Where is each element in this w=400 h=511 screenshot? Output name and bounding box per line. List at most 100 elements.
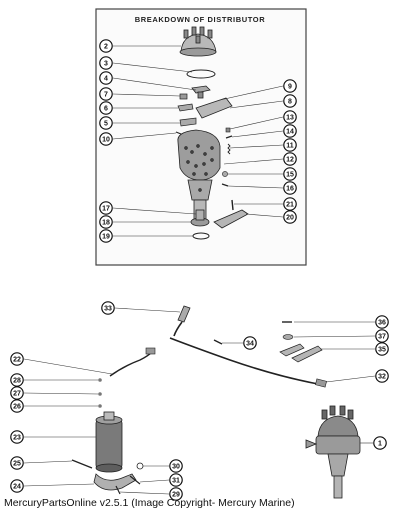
ignition-coil-part bbox=[95, 411, 123, 473]
nut-part-28 bbox=[98, 378, 102, 382]
callout-circle bbox=[10, 430, 24, 444]
callout-labels: 1234567891011121314151617181920212223242… bbox=[10, 39, 389, 501]
callout-number: 4 bbox=[104, 76, 108, 83]
gasket-ring-part bbox=[186, 69, 216, 79]
callout-number: 37 bbox=[378, 334, 386, 341]
washer-part-27 bbox=[98, 392, 102, 396]
callout-6: 6 bbox=[99, 101, 113, 115]
callout-circle bbox=[375, 329, 389, 343]
callout-number: 5 bbox=[104, 121, 108, 128]
callout-number: 1 bbox=[378, 441, 382, 448]
copyright-footer: MercuryPartsOnline v2.5.1 (Image Copyrig… bbox=[4, 497, 295, 509]
small-part-14 bbox=[225, 135, 233, 139]
callout-4: 4 bbox=[99, 71, 113, 85]
small-part-5 bbox=[179, 117, 197, 127]
callout-15: 15 bbox=[283, 167, 297, 181]
callout-number: 2 bbox=[104, 44, 108, 51]
callout-21: 21 bbox=[283, 197, 297, 211]
callout-number: 7 bbox=[104, 92, 108, 99]
callout-30: 30 bbox=[169, 459, 183, 473]
drive-gear-part bbox=[190, 209, 210, 227]
callout-17: 17 bbox=[99, 201, 113, 215]
callout-circle bbox=[283, 167, 297, 181]
callout-circle bbox=[99, 215, 113, 229]
callout-28: 28 bbox=[10, 373, 24, 387]
wire-boot-32 bbox=[315, 378, 327, 388]
coil-wire-part-32 bbox=[169, 337, 319, 385]
callout-8: 8 bbox=[283, 94, 297, 108]
washer-part-15 bbox=[222, 171, 228, 177]
wire-terminal-22 bbox=[145, 347, 156, 355]
breaker-plate-part bbox=[195, 97, 233, 119]
callout-number: 27 bbox=[13, 391, 21, 398]
callout-number: 11 bbox=[286, 143, 294, 150]
clip-part-31 bbox=[129, 475, 141, 485]
callout-number: 22 bbox=[13, 357, 21, 364]
washer-part-26 bbox=[98, 404, 102, 408]
coil-bracket-part bbox=[93, 473, 137, 491]
callout-circle bbox=[169, 459, 183, 473]
callout-circle bbox=[283, 152, 297, 166]
distributor-assembly-part bbox=[305, 405, 361, 499]
callout-circle bbox=[283, 138, 297, 152]
callout-26: 26 bbox=[10, 399, 24, 413]
callout-number: 10 bbox=[102, 137, 110, 144]
callout-29: 29 bbox=[169, 487, 183, 501]
leader-lines-top bbox=[112, 45, 284, 237]
small-part-7 bbox=[179, 93, 188, 100]
callout-circle bbox=[99, 101, 113, 115]
small-part-34 bbox=[213, 339, 223, 345]
callout-33: 33 bbox=[101, 301, 115, 315]
callout-circle bbox=[99, 56, 113, 70]
callout-circle bbox=[283, 94, 297, 108]
washer-part-37 bbox=[282, 334, 294, 340]
callout-25: 25 bbox=[10, 456, 24, 470]
callout-2: 2 bbox=[99, 39, 113, 53]
callout-number: 35 bbox=[378, 347, 386, 354]
callout-circle bbox=[283, 79, 297, 93]
callout-3: 3 bbox=[99, 56, 113, 70]
callout-10: 10 bbox=[99, 132, 113, 146]
callout-24: 24 bbox=[10, 479, 24, 493]
callout-circle bbox=[283, 124, 297, 138]
callout-12: 12 bbox=[283, 152, 297, 166]
callout-19: 19 bbox=[99, 229, 113, 243]
small-part-6 bbox=[177, 103, 194, 112]
callout-34: 34 bbox=[243, 336, 257, 350]
callout-number: 14 bbox=[286, 129, 294, 136]
callout-23: 23 bbox=[10, 430, 24, 444]
callout-number: 9 bbox=[288, 84, 292, 91]
callout-14: 14 bbox=[283, 124, 297, 138]
callout-circle bbox=[99, 201, 113, 215]
callout-circle bbox=[243, 336, 257, 350]
callout-number: 30 bbox=[172, 464, 180, 471]
callout-circle bbox=[375, 315, 389, 329]
callout-number: 24 bbox=[13, 484, 21, 491]
callout-number: 8 bbox=[288, 99, 292, 106]
callout-number: 15 bbox=[286, 172, 294, 179]
callout-31: 31 bbox=[169, 473, 183, 487]
callout-22: 22 bbox=[10, 352, 24, 366]
callout-circle bbox=[10, 479, 24, 493]
callout-circle bbox=[169, 487, 183, 501]
callout-16: 16 bbox=[283, 181, 297, 195]
callout-5: 5 bbox=[99, 116, 113, 130]
callout-35: 35 bbox=[375, 342, 389, 356]
callout-circle bbox=[99, 229, 113, 243]
callout-9: 9 bbox=[283, 79, 297, 93]
plug-wire-part-33 bbox=[173, 305, 191, 337]
callout-number: 36 bbox=[378, 320, 386, 327]
callout-number: 28 bbox=[13, 378, 21, 385]
callout-number: 6 bbox=[104, 106, 108, 113]
callout-circle bbox=[99, 39, 113, 53]
callout-number: 12 bbox=[286, 157, 294, 164]
callout-number: 23 bbox=[13, 435, 21, 442]
callout-circle bbox=[10, 352, 24, 366]
callout-20: 20 bbox=[283, 210, 297, 224]
callout-number: 18 bbox=[102, 220, 110, 227]
callout-circle bbox=[99, 116, 113, 130]
screw-part-29 bbox=[115, 485, 121, 495]
callout-circle bbox=[10, 456, 24, 470]
callout-circle bbox=[373, 436, 387, 450]
